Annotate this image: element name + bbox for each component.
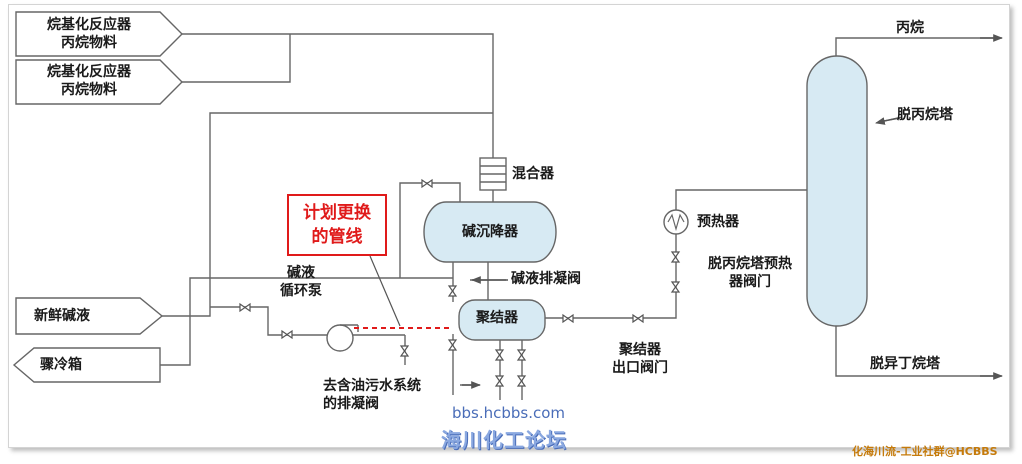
valve-settler-bypass <box>421 178 433 189</box>
feed-box-alkylation-2 <box>15 59 183 105</box>
valve-settler-feed <box>447 285 458 297</box>
valve-preheater-1 <box>670 251 681 263</box>
feed-box-alkylation-1 <box>15 11 183 57</box>
valve-pump-discharge <box>399 345 410 357</box>
valve-coalescer-out-2 <box>632 313 644 324</box>
planned-replacement-callout: 计划更换 的管线 <box>287 194 387 256</box>
caustic-settler-label: 碱沉降器 <box>462 224 518 240</box>
feed-alkylation-2-line2: 丙烷物料 <box>61 82 117 98</box>
valve-coalescer-out-1 <box>562 313 574 324</box>
oily-drain-line2: 的排凝阀 <box>323 396 379 412</box>
coalescer <box>458 299 546 341</box>
caustic-settler <box>423 201 557 263</box>
watermark-corner: 化海川流-工业社群@HCBBS <box>852 445 998 458</box>
depropanizer-tower <box>806 55 868 327</box>
valve-coalescer-bottom-4 <box>516 375 527 387</box>
coalescer-outlet-valve-line1: 聚结器 <box>619 342 661 358</box>
line-feed-2 <box>182 34 291 83</box>
oily-drain-line1: 去含油污水系统 <box>323 378 421 394</box>
callout-line2: 的管线 <box>311 227 363 247</box>
valve-fresh-caustic <box>239 302 251 313</box>
feed-alkylation-2-label: 烷基化反应器 丙烷物料 <box>22 63 156 99</box>
callout-pointer <box>369 255 401 327</box>
coalescer-label: 聚结器 <box>476 310 518 326</box>
preheater-outlet-valve-line1: 脱丙烷塔预热 <box>708 256 792 272</box>
line-bottoms <box>835 325 1000 377</box>
callout-line1: 计划更换 <box>303 203 371 223</box>
mixer-label: 混合器 <box>512 166 554 182</box>
quench-tank-label: 骤冷箱 <box>40 357 82 373</box>
feed-alkylation-1-line1: 烷基化反应器 <box>47 17 131 33</box>
valve-pump-suction <box>281 329 293 340</box>
preheater-symbol <box>663 209 689 235</box>
valve-coalescer-bottom-1 <box>494 349 505 361</box>
caustic-pump-label: 碱液 循环泵 <box>270 264 332 300</box>
depropanizer-label: 脱丙烷塔 <box>897 107 953 123</box>
feed-alkylation-1-label: 烷基化反应器 丙烷物料 <box>22 16 156 52</box>
preheater-label: 预热器 <box>697 214 739 230</box>
line-fresh-caustic <box>162 300 211 317</box>
watermark-forum: 海川化工论坛 <box>441 428 567 452</box>
feed-box-fresh-caustic <box>15 297 164 335</box>
valve-coalescer-bottom-3 <box>494 375 505 387</box>
preheater-outlet-valve-label: 脱丙烷塔预热 器阀门 <box>700 255 800 291</box>
valve-preheater-2 <box>670 281 681 293</box>
line-feed-1 <box>182 33 494 158</box>
caustic-pump-line1: 碱液 <box>287 265 315 281</box>
valve-settler-drain <box>447 339 458 351</box>
line-recycle-top <box>209 112 493 300</box>
fresh-caustic-label: 新鲜碱液 <box>34 308 90 324</box>
debutanizer-label: 脱异丁烷塔 <box>870 356 940 372</box>
caustic-drain-valve-label: 碱液排凝阀 <box>511 271 581 287</box>
coalescer-outlet-valve-line2: 出口阀门 <box>612 360 668 376</box>
caustic-pump-symbol <box>326 324 354 352</box>
coalescer-outlet-valve-label: 聚结器 出口阀门 <box>600 341 680 377</box>
feed-box-quench-tank <box>12 347 161 383</box>
valve-coalescer-bottom-2 <box>516 349 527 361</box>
line-pump-suction <box>210 306 330 336</box>
feed-alkylation-2-line1: 烷基化反应器 <box>47 64 131 80</box>
line-propane <box>835 37 1000 58</box>
caustic-pump-line2: 循环泵 <box>280 283 322 299</box>
watermark-url: bbs.hcbbs.com <box>452 404 566 422</box>
oily-drain-label: 去含油污水系统 的排凝阀 <box>323 377 421 413</box>
feed-alkylation-1-line2: 丙烷物料 <box>61 35 117 51</box>
propane-label: 丙烷 <box>896 20 924 36</box>
preheater-outlet-valve-line2: 器阀门 <box>729 274 771 290</box>
line-quench-return <box>160 277 453 366</box>
